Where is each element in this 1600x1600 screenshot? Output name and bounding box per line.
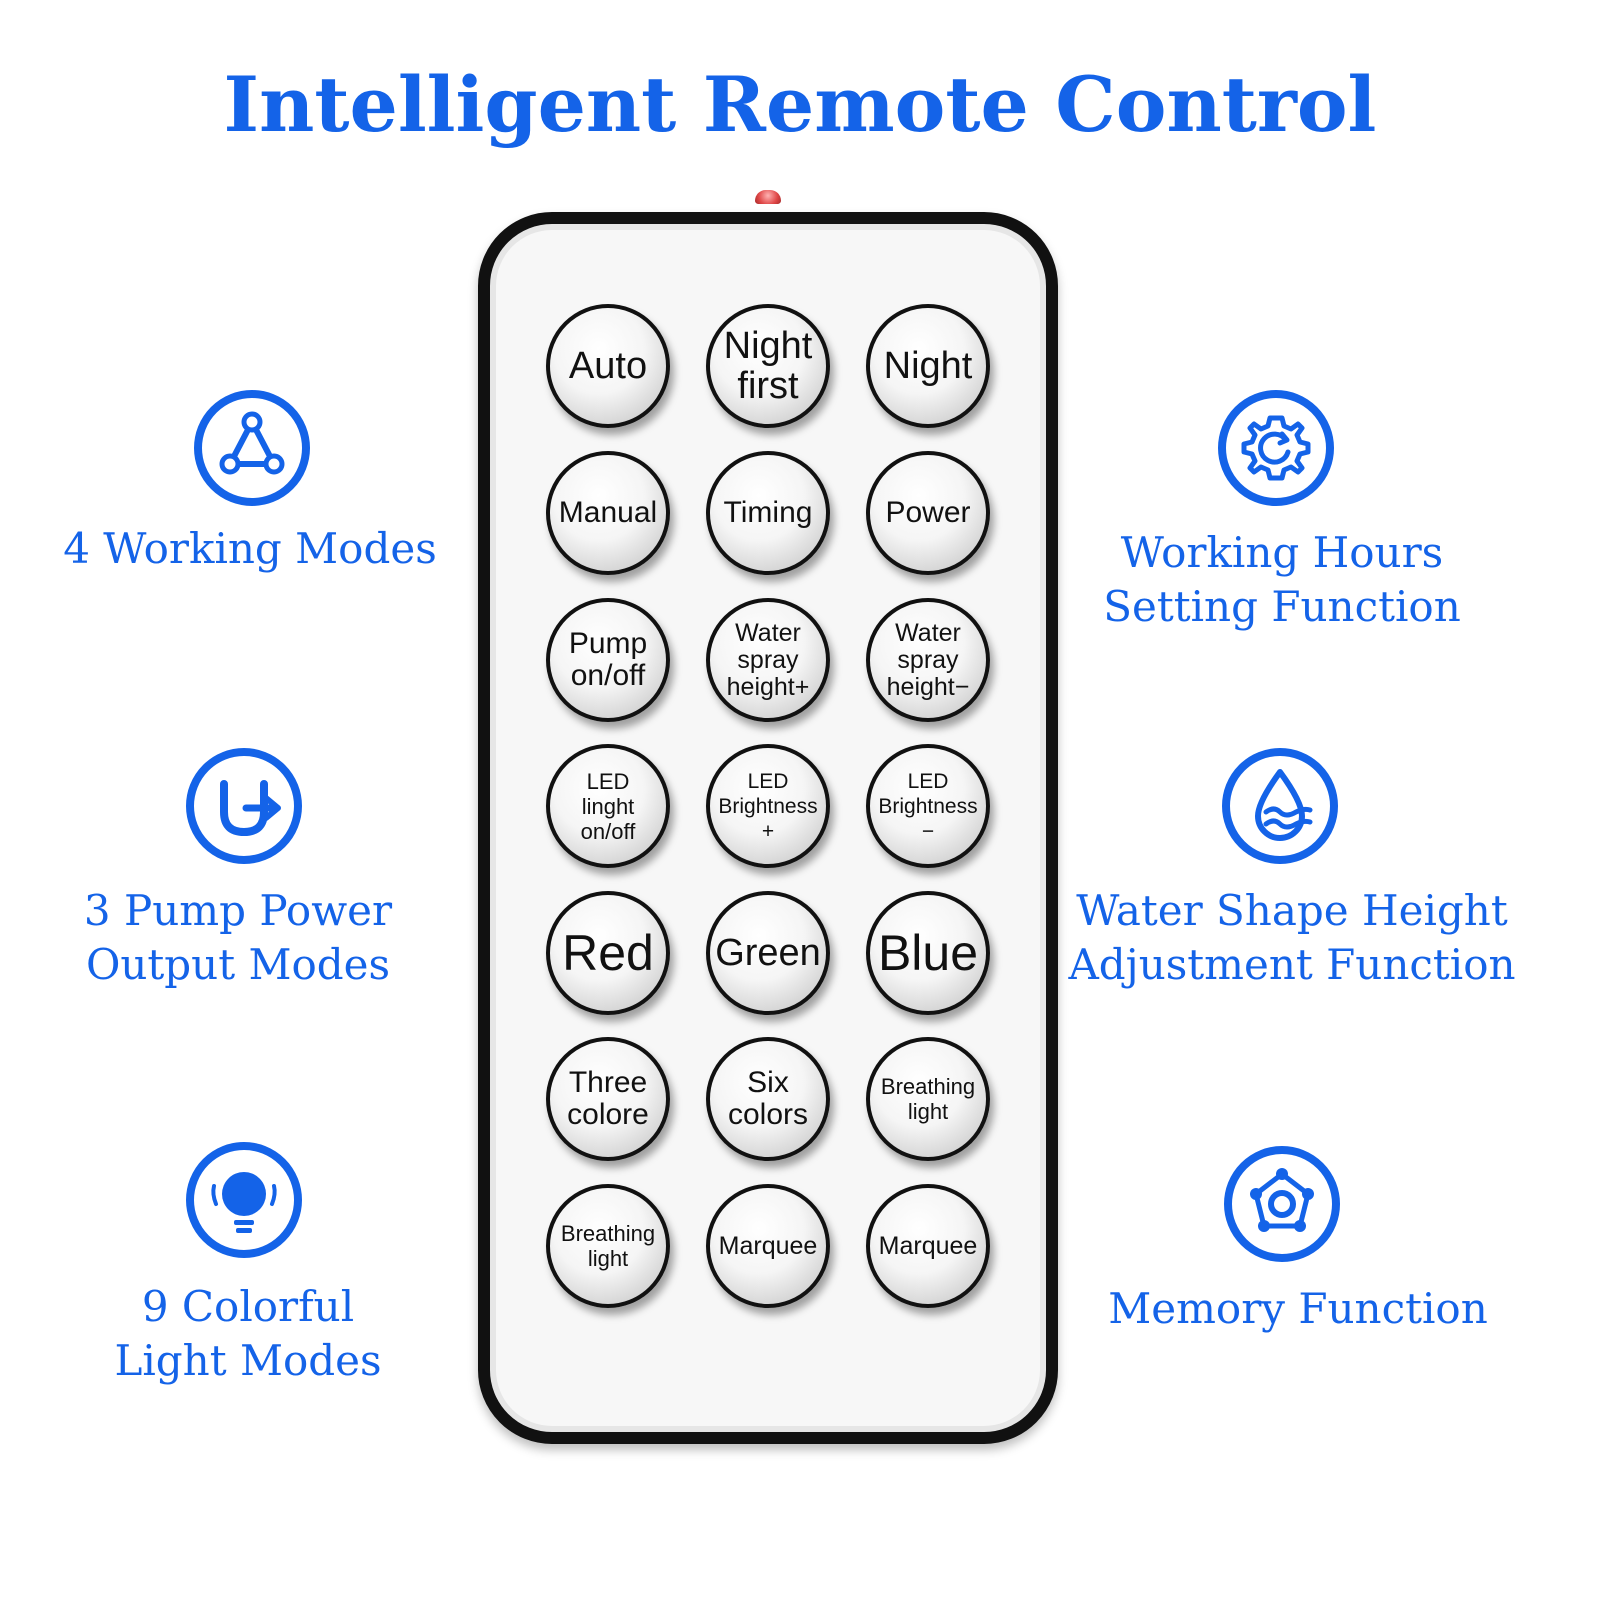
remote-button-label: Night bbox=[883, 345, 973, 387]
remote-button-label: light bbox=[587, 1246, 629, 1271]
feature-label-working-hours: Working Hours Setting Function bbox=[1103, 528, 1461, 631]
remote-button-marquee-1[interactable]: Marquee bbox=[706, 1184, 830, 1308]
feature-label-light-modes: 9 Colorful Light Modes bbox=[114, 1282, 382, 1385]
remote-button-label: Power bbox=[885, 496, 971, 529]
remote-button-night[interactable]: Night bbox=[866, 304, 990, 428]
remote-button-label: Brightness bbox=[878, 794, 978, 818]
feature-label-working-modes: 4 Working Modes bbox=[63, 524, 437, 573]
remote-button-label: colore bbox=[567, 1098, 649, 1131]
remote-button-label: Manual bbox=[558, 496, 658, 529]
remote-button-label: Six bbox=[747, 1066, 789, 1099]
feature-label-memory: Memory Function bbox=[1108, 1284, 1488, 1333]
remote-button-label: height+ bbox=[726, 672, 810, 701]
remote-button-auto[interactable]: Auto bbox=[546, 304, 670, 428]
remote-button-manual[interactable]: Manual bbox=[546, 451, 670, 575]
remote-button-label: Water bbox=[735, 618, 801, 647]
remote-button-power[interactable]: Power bbox=[866, 451, 990, 575]
remote-button-label: Breathing bbox=[880, 1074, 976, 1099]
remote-button-blue[interactable]: Blue bbox=[866, 891, 990, 1015]
remote-button-label: spray bbox=[897, 645, 959, 674]
remote-button-green[interactable]: Green bbox=[706, 891, 830, 1015]
remote-button-label: on/off bbox=[580, 818, 636, 844]
page-title: Intelligent Remote Control bbox=[223, 60, 1377, 149]
remote-button-label: Red bbox=[562, 925, 654, 981]
water-drop-icon bbox=[1220, 746, 1340, 866]
remote-button-label: Brightness bbox=[718, 794, 818, 818]
remote-button-label: Blue bbox=[877, 925, 979, 981]
remote-button-label: colors bbox=[727, 1098, 809, 1131]
remote-button-label: Marquee bbox=[878, 1231, 978, 1260]
remote-button-timing[interactable]: Timing bbox=[706, 451, 830, 575]
remote-button-label: − bbox=[921, 819, 935, 843]
remote-button-label: + bbox=[761, 819, 775, 843]
light-bulb-icon bbox=[184, 1140, 304, 1260]
remote-button-label: on/off bbox=[570, 659, 646, 692]
remote-button-label: Water bbox=[895, 618, 961, 647]
pump-pipe-icon bbox=[184, 746, 304, 866]
remote-button-label: LED bbox=[586, 768, 630, 794]
remote-button-label: Breathing bbox=[560, 1221, 656, 1246]
remote-button-label: Green bbox=[715, 932, 821, 974]
remote-button-label: light bbox=[907, 1099, 949, 1124]
remote-button-label: Auto bbox=[568, 345, 648, 387]
remote-button-label: Pump bbox=[568, 627, 648, 660]
remote-button-label: linght bbox=[581, 793, 635, 819]
remote-button-label: LED bbox=[747, 769, 789, 793]
remote-button-label: Three bbox=[568, 1066, 648, 1099]
remote-button-label: Marquee bbox=[718, 1231, 818, 1260]
remote-button-label: spray bbox=[737, 645, 799, 674]
ir-emitter bbox=[755, 190, 781, 204]
remote-button-label: first bbox=[737, 365, 799, 407]
memory-nodes-icon bbox=[1222, 1144, 1342, 1264]
feature-label-water-shape: Water Shape Height Adjustment Function bbox=[1068, 886, 1516, 989]
remote-button-marquee-2[interactable]: Marquee bbox=[866, 1184, 990, 1308]
remote-button-label: Timing bbox=[723, 496, 813, 529]
remote-button-label: height− bbox=[886, 672, 970, 701]
triangle-nodes-icon bbox=[192, 388, 312, 508]
gear-refresh-icon bbox=[1216, 388, 1336, 508]
feature-label-pump-power: 3 Pump Power Output Modes bbox=[83, 886, 393, 989]
remote-button-label: Night bbox=[723, 325, 813, 367]
remote-button-label: LED bbox=[907, 769, 949, 793]
remote-button-red[interactable]: Red bbox=[546, 891, 670, 1015]
